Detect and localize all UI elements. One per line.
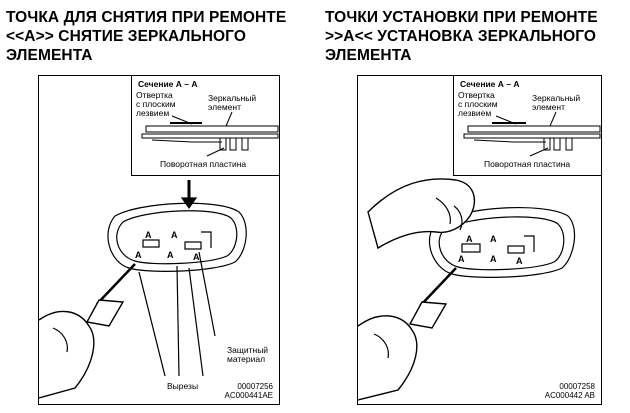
screwdriver-label-1: Отвертка <box>136 90 173 100</box>
section-title: Сечение А – А <box>138 79 198 89</box>
screwdriver-label-3: лезвием <box>136 108 170 118</box>
figure-code-1: 00007256 <box>237 382 273 391</box>
section-drawing <box>463 111 601 157</box>
figure-code-2: AC000442 AB <box>544 391 595 400</box>
heading-line-3: ЭЛЕМЕНТА <box>6 47 93 64</box>
section-aa-inset: Сечение А – А Отвертка с плоским лезвием… <box>453 76 601 176</box>
figure-code-2: AC000441AE <box>224 391 273 400</box>
point-a: A <box>135 250 142 260</box>
protective-label-1: Защитный <box>227 345 269 355</box>
mirror-removal-drawing: A A A A A Защитный материал Вырезы <box>39 176 279 404</box>
figure-codes: 00007256 AC000441AE <box>225 382 273 400</box>
section-drawing <box>141 111 279 157</box>
section-aa-inset: Сечение А – А Отвертка с плоским лезвием… <box>131 76 279 176</box>
screwdriver-label-1: Отвертка <box>458 90 495 100</box>
screwdriver-label-3: лезвием <box>458 108 492 118</box>
screwdriver-label-2: с плоским <box>458 99 498 109</box>
point-a: A <box>516 256 523 266</box>
plate-label: Поворотная пластина <box>484 159 571 169</box>
figure-codes: 00007258 AC000442 AB <box>545 382 595 400</box>
point-a: A <box>145 230 152 240</box>
screwdriver-label-2: с плоским <box>136 99 176 109</box>
protective-label-2: материал <box>227 354 266 364</box>
heading-line-3: ЭЛЕМЕНТА <box>325 47 412 64</box>
point-a: A <box>193 252 200 262</box>
heading-line-1: ТОЧКИ УСТАНОВКИ ПРИ РЕМОНТЕ <box>325 9 598 26</box>
mirror-label-1: Зеркальный <box>208 93 257 103</box>
mirror-label-1: Зеркальный <box>532 93 581 103</box>
heading-line-1: ТОЧКА ДЛЯ СНЯТИЯ ПРИ РЕМОНТЕ <box>6 9 287 26</box>
section-title: Сечение А – А <box>460 79 520 89</box>
figure-code-1: 00007258 <box>559 382 595 391</box>
mirror-installation-drawing: A A A A A <box>358 176 601 404</box>
point-a: A <box>490 254 497 264</box>
installation-heading: ТОЧКИ УСТАНОВКИ ПРИ РЕМОНТЕ >>A<< УСТАНО… <box>325 8 598 65</box>
removal-figure: Сечение А – А Отвертка с плоским лезвием… <box>38 75 280 405</box>
point-a: A <box>490 234 497 244</box>
point-a: A <box>167 250 174 260</box>
heading-line-2: <<A>> СНЯТИЕ ЗЕРКАЛЬНОГО <box>6 28 247 45</box>
mirror-label-2: элемент <box>208 102 241 112</box>
cutouts-label: Вырезы <box>167 381 199 391</box>
point-a: A <box>458 254 465 264</box>
point-a: A <box>466 234 473 244</box>
installation-figure: Сечение А – А Отвертка с плоским лезвием… <box>357 75 602 405</box>
mirror-label-2: элемент <box>532 102 565 112</box>
point-a: A <box>171 230 178 240</box>
plate-label: Поворотная пластина <box>160 159 247 169</box>
heading-line-2: >>A<< УСТАНОВКА ЗЕРКАЛЬНОГО <box>325 28 597 45</box>
removal-heading: ТОЧКА ДЛЯ СНЯТИЯ ПРИ РЕМОНТЕ <<A>> СНЯТИ… <box>6 8 286 65</box>
